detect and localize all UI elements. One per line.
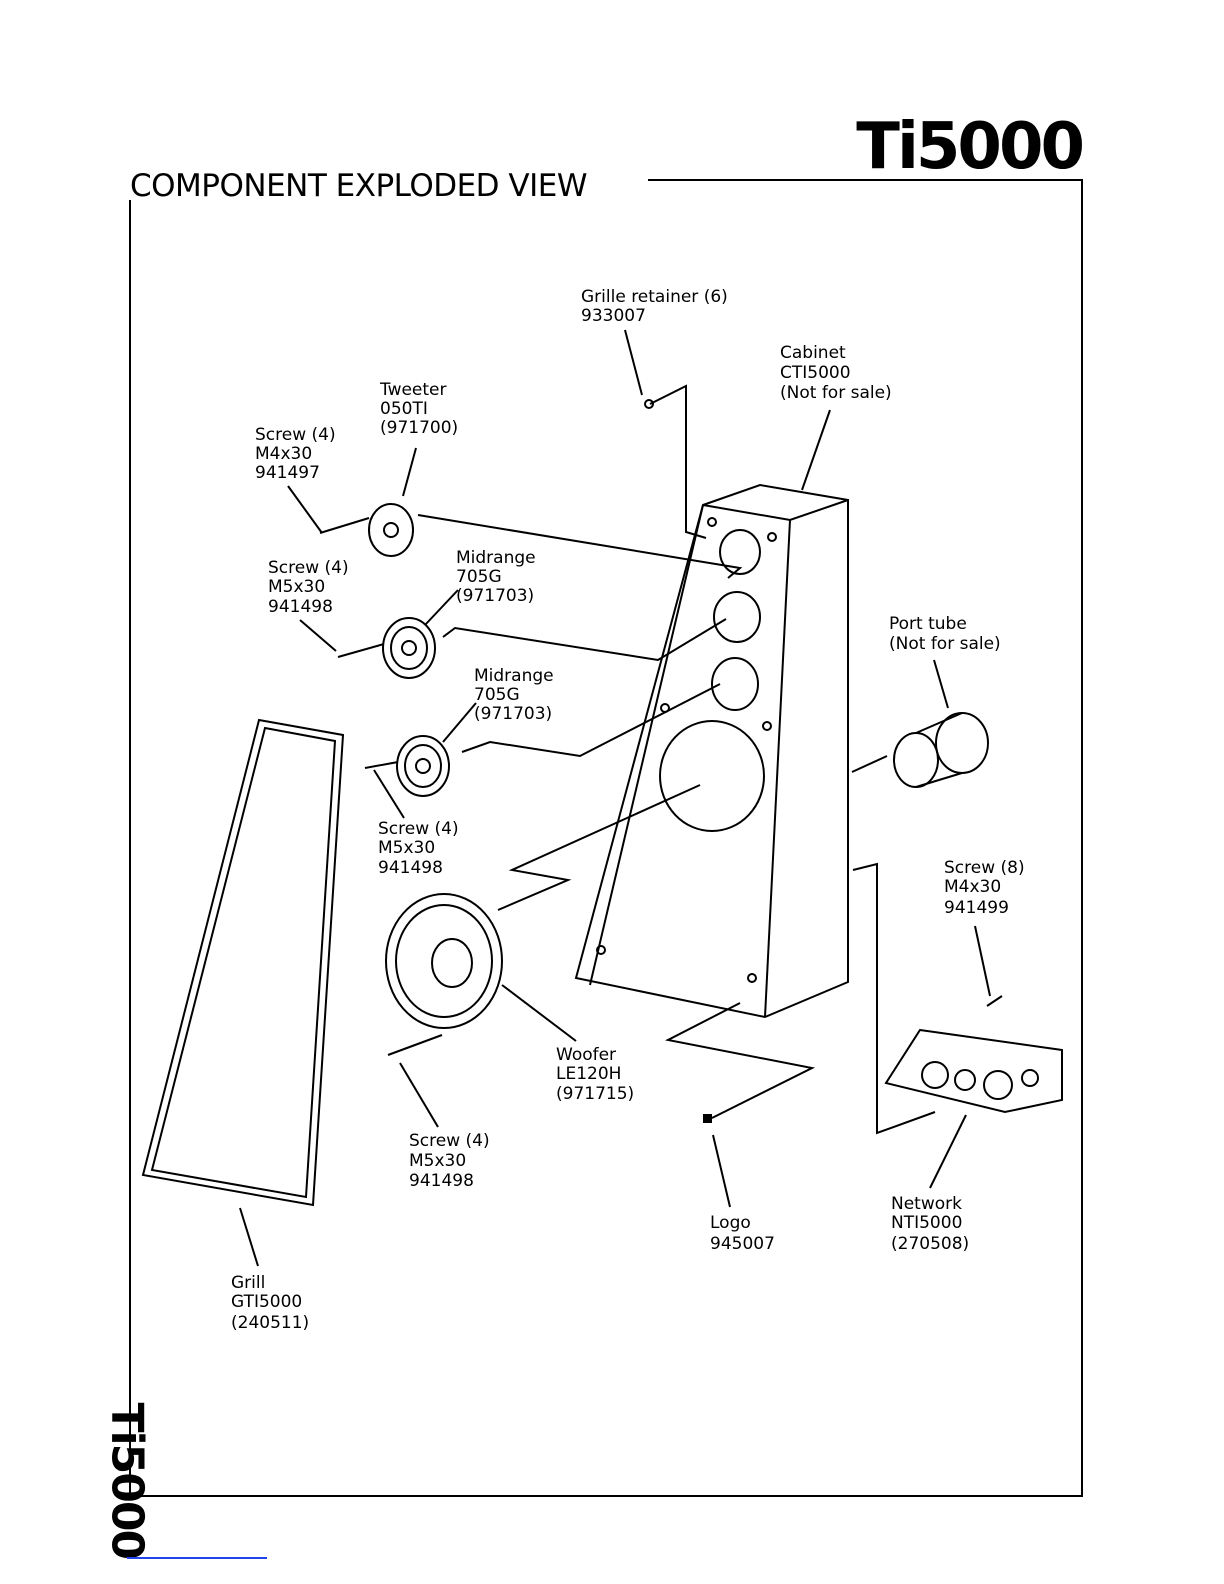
label-woofer: Woofer LE120H (971715): [556, 1045, 634, 1104]
callout-text: Screw (4): [255, 425, 336, 445]
grill-drawing: [141, 718, 345, 1207]
callout-text: Port tube: [889, 614, 967, 634]
model-title: Ti5000: [856, 110, 1085, 184]
callout-text: (971703): [474, 704, 552, 724]
label-midrange2: Midrange 705G (971703): [474, 666, 554, 724]
callout-text: 941498: [409, 1171, 474, 1191]
callout-text: (270508): [891, 1234, 969, 1254]
label-cabinet: Cabinet CTI5000 (Not for sale): [780, 343, 892, 403]
callout-text: Screw (4): [268, 558, 349, 578]
tweeter-drawing: [368, 503, 414, 557]
callout-text: (240511): [231, 1313, 309, 1333]
callout-text: Midrange: [474, 666, 554, 686]
callout-text: M4x30: [944, 877, 1001, 897]
callout-text: GTI5000: [231, 1292, 302, 1312]
callout-text: Tweeter: [379, 380, 447, 400]
callout-text: Grille retainer (6): [581, 287, 728, 307]
callout-text: 941498: [268, 597, 333, 617]
frame-right: [1081, 179, 1083, 1497]
callout-text: 050TI: [380, 399, 428, 419]
callout-text: LE120H: [556, 1064, 621, 1084]
label-midrange1: Midrange 705G (971703): [456, 548, 536, 606]
callout-text: Logo: [710, 1213, 751, 1233]
label-logo: Logo 945007: [710, 1213, 775, 1254]
callout-text: 705G: [456, 567, 502, 587]
label-screw-m4-network: Screw (8) M4x30 941499: [944, 858, 1025, 918]
frame-left: [129, 200, 131, 1497]
midrange2-drawing: [396, 735, 450, 797]
label-network: Network NTI5000 (270508): [891, 1194, 969, 1254]
callout-text: Cabinet: [780, 343, 846, 363]
callout-text: (Not for sale): [889, 634, 1001, 654]
network-drawing: [884, 1028, 1063, 1114]
woofer-drawing: [385, 893, 503, 1029]
callout-text: M5x30: [378, 838, 435, 858]
port-tube-drawing: [893, 712, 989, 788]
callout-text: (971700): [380, 418, 458, 438]
label-grill: Grill GTI5000 (240511): [231, 1273, 309, 1333]
logo-part: [703, 1114, 712, 1123]
callout-text: Screw (4): [378, 819, 459, 839]
callout-text: 941499: [944, 898, 1009, 918]
label-screw-m5-woofer: Screw (4) M5x30 941498: [409, 1131, 490, 1191]
frame-bottom: [129, 1495, 1083, 1497]
callout-text: 933007: [581, 306, 646, 326]
callout-text: Screw (8): [944, 858, 1025, 878]
label-screw-m4-tweeter: Screw (4) M4x30 941497: [255, 425, 336, 483]
frame-top: [648, 179, 1083, 181]
callout-text: M5x30: [268, 577, 325, 597]
grille-retainer-part: [644, 399, 654, 409]
callout-text: 941497: [255, 463, 320, 483]
callout-text: (971703): [456, 586, 534, 606]
label-grille-retainer: Grille retainer (6) 933007: [581, 287, 728, 326]
callout-text: Grill: [231, 1273, 265, 1293]
callout-text: NTI5000: [891, 1213, 962, 1233]
label-screw-m5-mid1: Screw (4) M5x30 941498: [268, 558, 349, 617]
callout-text: M5x30: [409, 1151, 466, 1171]
callout-text: Network: [891, 1194, 962, 1214]
callout-text: Midrange: [456, 548, 536, 568]
midrange1-drawing: [382, 617, 436, 679]
label-screw-m5-mid2: Screw (4) M5x30 941498: [378, 819, 459, 878]
callout-text: M4x30: [255, 444, 312, 464]
callout-text: (Not for sale): [780, 383, 892, 403]
bottom-rule: [127, 1557, 267, 1559]
cabinet-drawing: [574, 483, 849, 1019]
label-tweeter: Tweeter 050TI (971700): [379, 380, 458, 438]
page-heading: COMPONENT EXPLODED VIEW: [130, 168, 588, 204]
callout-text: 945007: [710, 1234, 775, 1254]
callout-text: 705G: [474, 685, 520, 705]
callout-text: CTI5000: [780, 363, 851, 383]
label-port-tube: Port tube (Not for sale): [889, 614, 1001, 654]
callout-text: Woofer: [556, 1045, 616, 1065]
callout-text: 941498: [378, 858, 443, 878]
callout-text: Screw (4): [409, 1131, 490, 1151]
callout-text: (971715): [556, 1084, 634, 1104]
